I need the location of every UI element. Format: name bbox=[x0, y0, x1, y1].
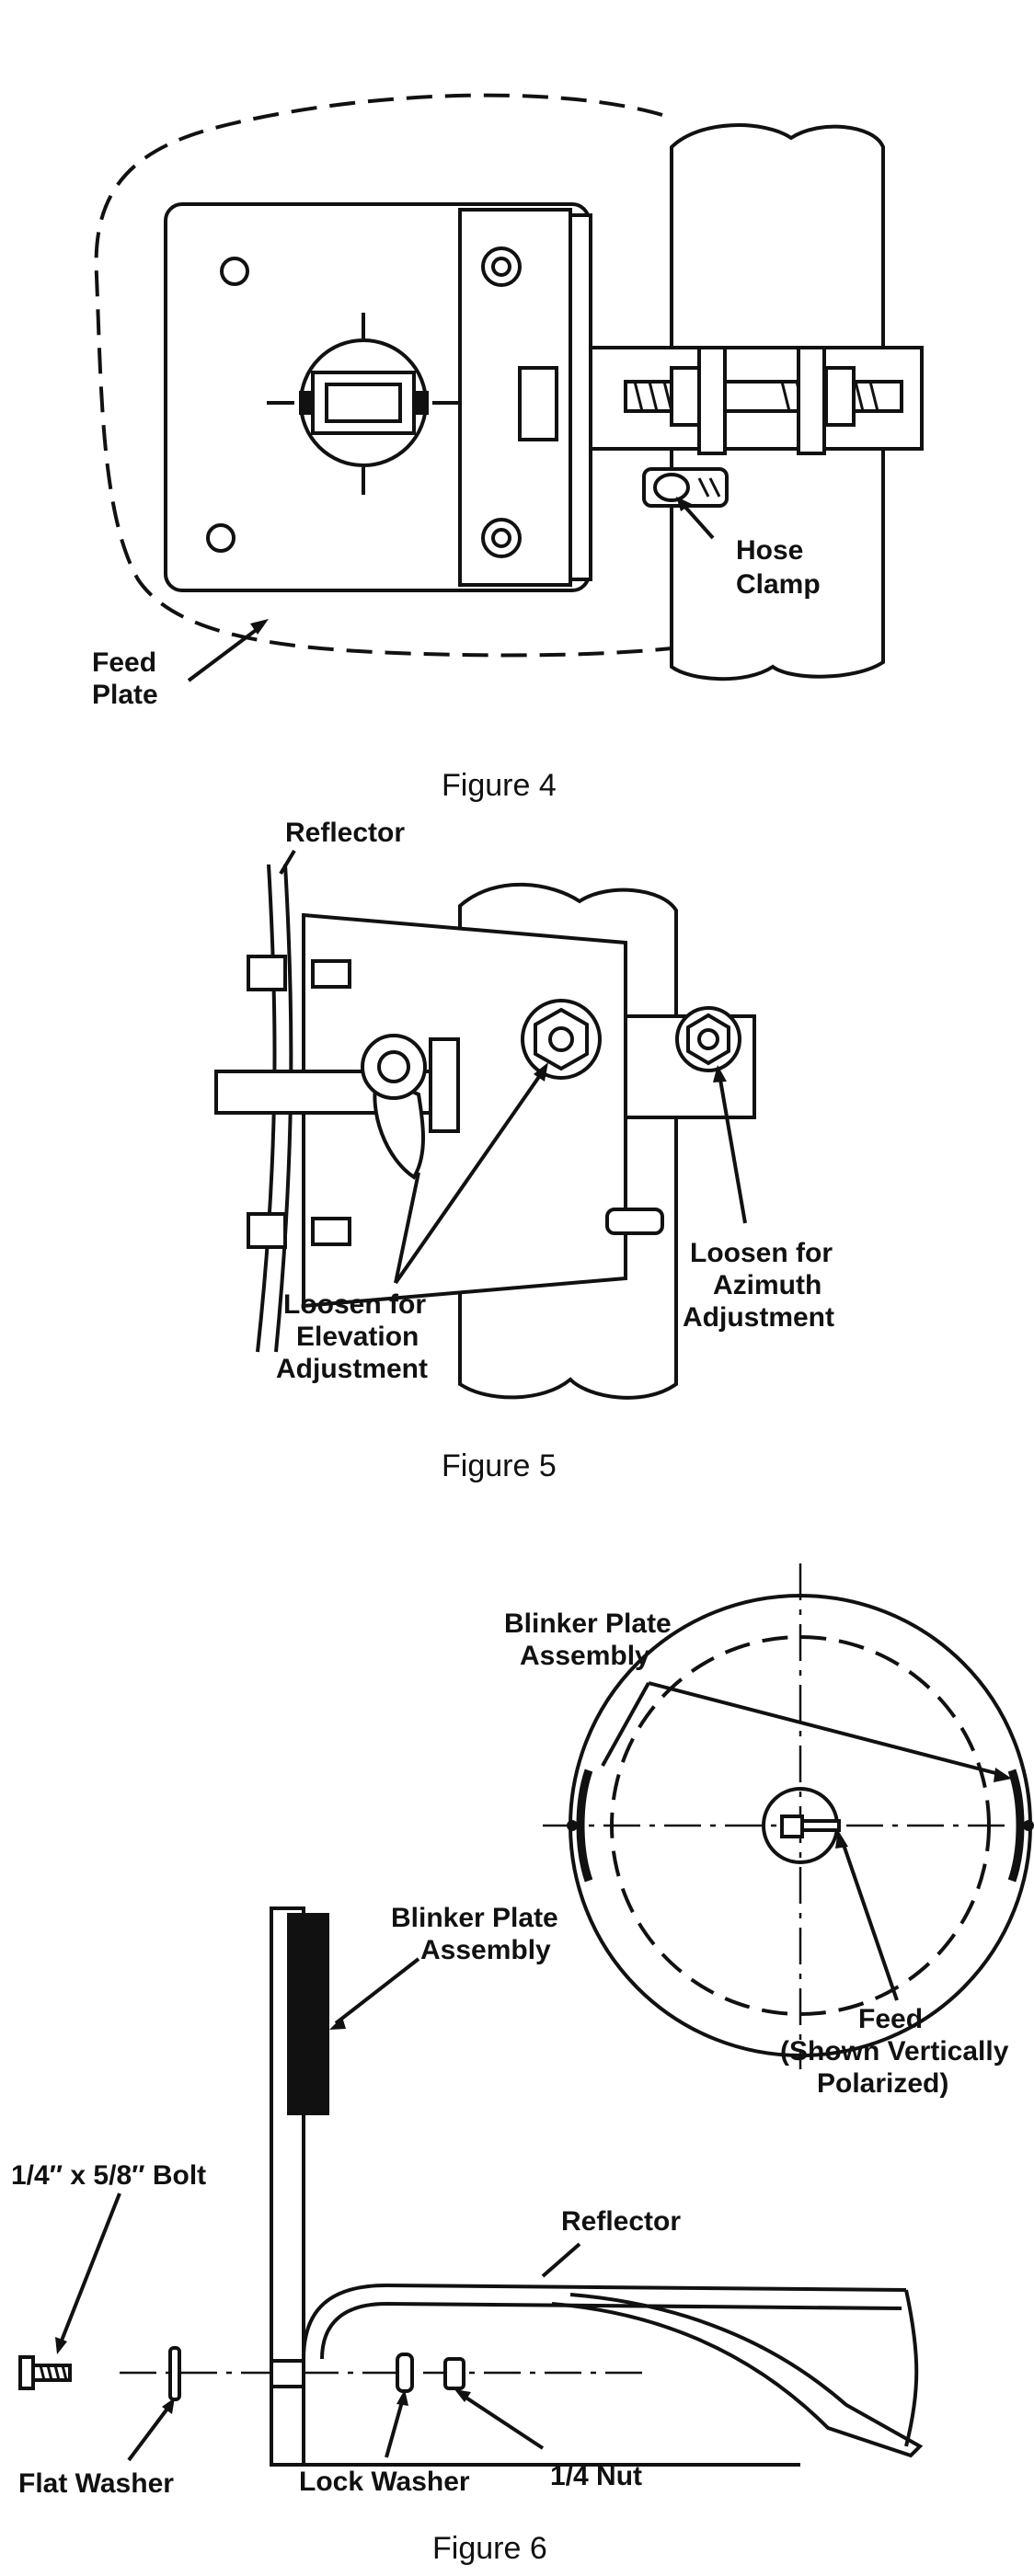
label-hose-clamp-line2: Clamp bbox=[736, 569, 821, 600]
label-nut: 1/4 Nut bbox=[550, 2461, 642, 2491]
blinker-top-leader bbox=[601, 1682, 650, 1767]
reflector-front-view bbox=[543, 1563, 1034, 2069]
label-blinker-side-line1: Blinker Plate bbox=[391, 1903, 558, 1933]
nut-leader bbox=[460, 2393, 545, 2450]
bracket-bolt bbox=[481, 246, 522, 287]
clamp-pin bbox=[605, 1208, 664, 1235]
reflector-leader bbox=[279, 849, 296, 876]
label-flat-washer: Flat Washer bbox=[18, 2468, 174, 2499]
feed-rod-collar bbox=[429, 1037, 460, 1133]
bracket-bolt-center bbox=[491, 257, 511, 277]
elevation-pivot bbox=[361, 1034, 427, 1100]
bolt-leader bbox=[58, 2192, 121, 2346]
bracket-bolt-center bbox=[491, 528, 511, 548]
reflector-bolt bbox=[247, 1212, 287, 1249]
arrow-head bbox=[994, 1768, 1012, 1782]
azimuth-bolt-center bbox=[697, 1028, 719, 1050]
elevation-bolt-center bbox=[548, 1026, 574, 1052]
arrow-head bbox=[396, 2389, 408, 2406]
bracket-bolt bbox=[481, 518, 522, 558]
label-bolt: 1/4″ x 5/8″ Bolt bbox=[11, 2160, 206, 2191]
nut bbox=[443, 2357, 465, 2390]
arrow-head bbox=[676, 497, 692, 511]
reflector-side-leader bbox=[541, 2242, 581, 2278]
flat-washer bbox=[168, 2346, 181, 2401]
figure-5-caption: Figure 5 bbox=[442, 1448, 557, 1483]
label-azimuth-line3: Adjustment bbox=[683, 1302, 834, 1333]
arrow-head bbox=[329, 2017, 346, 2030]
label-hose-clamp-line1: Hose bbox=[736, 535, 803, 566]
arrow-head bbox=[250, 619, 269, 635]
hose-clamp-leader bbox=[681, 502, 715, 540]
label-azimuth-line1: Loosen for bbox=[690, 1238, 833, 1268]
label-blinker-side-line2: Assembly bbox=[420, 1935, 551, 1965]
arrow-head bbox=[55, 2337, 67, 2354]
label-feed-line2: (Shown Vertically bbox=[780, 2036, 1009, 2067]
reflector-bolt bbox=[311, 1217, 351, 1246]
arrow-head bbox=[713, 1065, 727, 1082]
flat-washer-leader bbox=[127, 2403, 172, 2462]
label-lock-washer: Lock Washer bbox=[299, 2467, 470, 2497]
clamp-bolt-assembly bbox=[518, 346, 924, 455]
reflector-bolt bbox=[311, 959, 351, 989]
elevation-bolt-hex bbox=[534, 1007, 589, 1071]
label-reflector: Reflector bbox=[285, 818, 405, 848]
figure-6: Blinker Plate Assembly Blinker Plate Ass… bbox=[11, 1563, 1034, 2566]
arrow-head bbox=[162, 2398, 175, 2414]
label-reflector: Reflector bbox=[561, 2206, 681, 2237]
label-blinker-top-line2: Assembly bbox=[520, 1641, 650, 1671]
arrow-head bbox=[454, 2389, 471, 2402]
plate-hole bbox=[206, 523, 236, 553]
hose-clamp bbox=[642, 467, 729, 508]
bracket-flange bbox=[569, 213, 592, 581]
label-feed-plate-line2: Plate bbox=[92, 680, 158, 710]
feed-leader bbox=[840, 1838, 899, 2001]
elevation-pivot-center bbox=[377, 1050, 410, 1083]
label-azimuth-line2: Azimuth bbox=[713, 1270, 821, 1300]
label-elevation-line1: Loosen for bbox=[283, 1289, 426, 1320]
label-feed-line3: Polarized) bbox=[817, 2068, 948, 2099]
reflector-outline-dashed bbox=[94, 93, 672, 658]
reflector-side-view bbox=[120, 1906, 924, 2467]
elevation-leader bbox=[394, 1172, 420, 1284]
blinker-side-leader bbox=[334, 1957, 420, 2025]
elevation-slot bbox=[373, 1073, 425, 1180]
figure-4-caption: Figure 4 bbox=[442, 768, 557, 803]
arrow-head bbox=[835, 1830, 848, 1849]
figure-6-caption: Figure 6 bbox=[432, 2531, 547, 2566]
feed-horn-flange bbox=[267, 313, 460, 495]
label-elevation-line2: Elevation bbox=[296, 1322, 419, 1352]
lock-washer bbox=[396, 2353, 414, 2393]
plate-hole bbox=[220, 257, 249, 286]
azimuth-leader bbox=[718, 1073, 747, 1224]
lock-washer-leader bbox=[385, 2398, 405, 2458]
feed-plate-leader bbox=[187, 624, 264, 682]
label-feed-line1: Feed bbox=[858, 2004, 923, 2034]
bolt-head bbox=[18, 2355, 35, 2390]
figure-4: Hose Clamp Feed Plate Figure 4 bbox=[92, 93, 924, 803]
figure-5: Reflector Loosen for Elevation Adjustmen… bbox=[214, 818, 834, 1483]
label-blinker-top-line1: Blinker Plate bbox=[504, 1609, 672, 1639]
blinker-top-leader bbox=[648, 1681, 1004, 1777]
label-elevation-line3: Adjustment bbox=[276, 1354, 428, 1384]
label-feed-plate-line1: Feed bbox=[92, 647, 156, 678]
azimuth-bolt-hex bbox=[686, 1013, 730, 1066]
reflector-bolt bbox=[247, 955, 287, 991]
elevation-leader bbox=[394, 1070, 545, 1285]
arrow-head bbox=[534, 1062, 548, 1082]
